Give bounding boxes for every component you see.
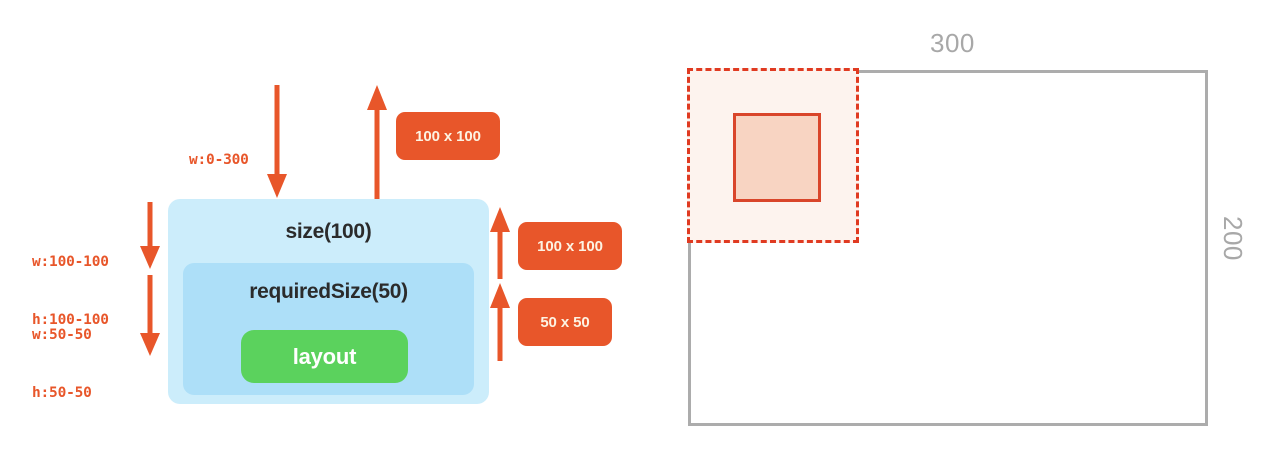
constraint-region-dashed xyxy=(687,68,859,243)
badge-size-result-text: 100 x 100 xyxy=(537,237,603,255)
required-size-box: requiredSize(50) layout xyxy=(183,263,474,395)
incoming-constraint-width: w:0-300 xyxy=(189,152,249,169)
required-size-box-title: requiredSize(50) xyxy=(249,280,408,303)
size-constraint-width: w:100-100 xyxy=(32,254,109,271)
measured-size-arrow-up xyxy=(366,85,388,199)
required-size-constraint-width: w:50-50 xyxy=(32,327,92,344)
layout-node-label: layout xyxy=(292,343,357,369)
size-constraint-label: w:100-100 h:100-100 xyxy=(32,215,109,368)
incoming-constraint-arrow-down xyxy=(266,85,288,199)
size-constraint-height: h:100-100 xyxy=(32,311,109,328)
required-size-constraint-label: w:50-50 h:50-50 xyxy=(32,288,92,441)
required-size-constraint-height: h:50-50 xyxy=(32,384,92,401)
measured-content-square xyxy=(733,113,821,202)
size-constraint-arrow-down xyxy=(139,202,161,270)
badge-size-result: 100 x 100 xyxy=(518,222,622,270)
viewport-width-label: 300 xyxy=(930,28,975,58)
size-box: size(100) requiredSize(50) layout xyxy=(168,199,489,404)
badge-required-size-result: 50 x 50 xyxy=(518,298,612,346)
badge-required-size-result-text: 50 x 50 xyxy=(540,313,590,331)
size-box-title: size(100) xyxy=(285,220,372,243)
badge-top-measured-size: 100 x 100 xyxy=(396,112,500,160)
viewport-height-label: 200 xyxy=(1218,216,1248,261)
size-result-arrow-up xyxy=(489,207,511,279)
badge-top-measured-size-text: 100 x 100 xyxy=(415,127,481,145)
required-size-constraint-arrow-down xyxy=(139,275,161,357)
layout-node-button[interactable]: layout xyxy=(241,330,408,383)
required-size-result-arrow-up xyxy=(489,283,511,361)
